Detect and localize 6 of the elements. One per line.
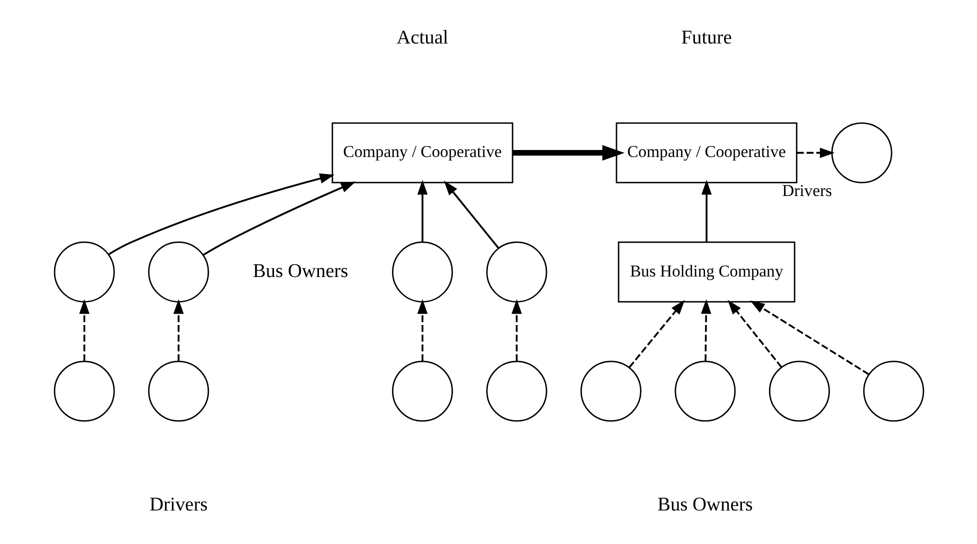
label: Drivers [148,494,208,516]
label: Bus Owners [657,494,752,516]
label: Bus Owners [252,261,348,282]
label: Actual [396,28,448,49]
node-label: Drivers [782,180,832,200]
label: Future [680,28,732,49]
